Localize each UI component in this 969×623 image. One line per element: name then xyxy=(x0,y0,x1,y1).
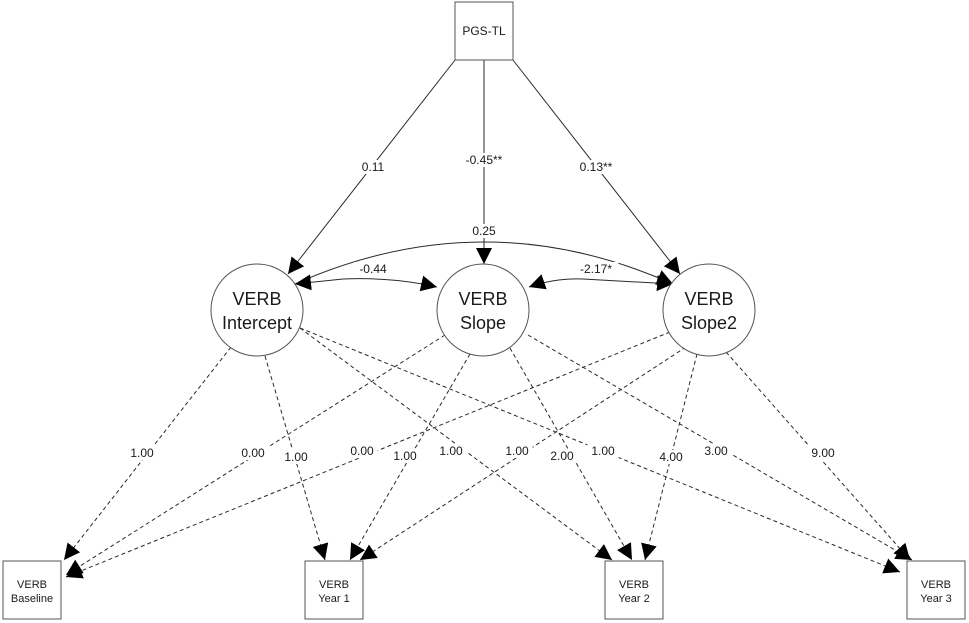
loading-path-label-6: 2.00 xyxy=(550,449,574,463)
loading-path-label-1: 1.00 xyxy=(284,450,308,464)
loading-path-label-4: 0.00 xyxy=(241,446,265,460)
node-verb-year3-line2: Year 3 xyxy=(920,593,951,605)
regression-path-label-bg-1 xyxy=(458,153,510,167)
regression-path-label-2: 0.13** xyxy=(580,160,613,174)
loading-path-label-bg-6 xyxy=(546,449,578,463)
node-verb-year3: VERB Year 3 xyxy=(906,560,966,620)
node-verb-year1-line2: Year 1 xyxy=(318,593,349,605)
covariance-path-label-bg-2 xyxy=(573,262,619,276)
regression-path-label-0: 0.11 xyxy=(362,160,385,174)
node-verb-year1: VERB Year 1 xyxy=(304,560,364,620)
node-verb-year3-line1: VERB xyxy=(921,579,951,591)
loading-path-label-10: 4.00 xyxy=(659,450,683,464)
labels-layer: 0.11 -0.45** 0.13** 0.25 -0.44 -2.17* 1.00 1.00… xyxy=(126,153,839,464)
loading-path-label-bg-9 xyxy=(501,444,533,458)
node-verb-intercept-line2: Intercept xyxy=(222,313,292,333)
node-verb-year2-line1: VERB xyxy=(619,579,649,591)
covariance-path-arrow-2 xyxy=(582,275,674,292)
loading-path-label-bg-11 xyxy=(807,446,839,460)
covariance-path-label-1: -0.44 xyxy=(359,262,387,276)
covariance-path-label-bg-0 xyxy=(468,224,500,238)
loading-path-label-11: 9.00 xyxy=(811,446,835,460)
loading-path-label-8: 0.00 xyxy=(350,444,374,458)
loading-path-2 xyxy=(299,327,613,561)
loading-path-label-bg-10 xyxy=(655,450,687,464)
loading-path-label-3: 1.00 xyxy=(591,444,615,458)
covariance-path-label-2: -2.17* xyxy=(580,262,612,276)
loading-path-label-bg-7 xyxy=(700,444,732,458)
node-verb-slope2-line1: VERB xyxy=(684,289,733,309)
covariance-path-2 xyxy=(528,274,584,290)
covariance-path-0 xyxy=(294,241,674,285)
node-pgs-tl: PGS-TL xyxy=(454,1,514,61)
loading-path-label-2: 1.00 xyxy=(439,444,463,458)
loading-path-label-bg-4 xyxy=(237,446,269,460)
loading-path-label-7: 3.00 xyxy=(704,444,728,458)
loading-path-label-9: 1.00 xyxy=(505,444,529,458)
loading-path-label-bg-0 xyxy=(126,446,158,460)
node-verb-baseline: VERB Baseline xyxy=(2,560,62,620)
loading-path-label-0: 1.00 xyxy=(130,446,154,460)
node-verb-slope-line2: Slope xyxy=(460,313,506,333)
node-verb-year2-line2: Year 2 xyxy=(618,593,649,605)
covariance-path-label-bg-1 xyxy=(354,262,392,276)
regression-path-label-bg-0 xyxy=(357,160,389,174)
covariance-path-arrow-1 xyxy=(294,274,344,291)
node-verb-slope2: VERB Slope2 xyxy=(662,263,756,357)
loading-path-9 xyxy=(359,346,687,561)
covariance-path-label-0: 0.25 xyxy=(472,224,496,238)
node-verb-slope2-line2: Slope2 xyxy=(681,313,737,333)
node-verb-slope: VERB Slope xyxy=(436,263,530,357)
node-verb-intercept-line1: VERB xyxy=(232,289,281,309)
node-pgs-tl-label: PGS-TL xyxy=(462,24,506,38)
loading-path-label-bg-2 xyxy=(435,444,467,458)
regression-path-label-bg-2 xyxy=(573,160,619,174)
loading-path-11 xyxy=(725,351,911,561)
loading-path-label-5: 1.00 xyxy=(393,449,417,463)
loading-path-label-bg-5 xyxy=(389,449,421,463)
loading-path-label-bg-1 xyxy=(280,450,312,464)
loading-path-label-bg-3 xyxy=(587,444,619,458)
node-verb-year2: VERB Year 2 xyxy=(604,560,664,620)
regression-path-label-1: -0.45** xyxy=(466,153,503,167)
node-verb-intercept: VERB Intercept xyxy=(210,263,304,357)
node-verb-baseline-line2: Baseline xyxy=(11,593,53,605)
node-verb-slope-line1: VERB xyxy=(458,289,507,309)
covariance-path-1 xyxy=(342,275,438,292)
node-verb-baseline-line1: VERB xyxy=(17,579,47,591)
node-verb-year1-line1: VERB xyxy=(319,579,349,591)
loading-path-label-bg-8 xyxy=(346,444,378,458)
